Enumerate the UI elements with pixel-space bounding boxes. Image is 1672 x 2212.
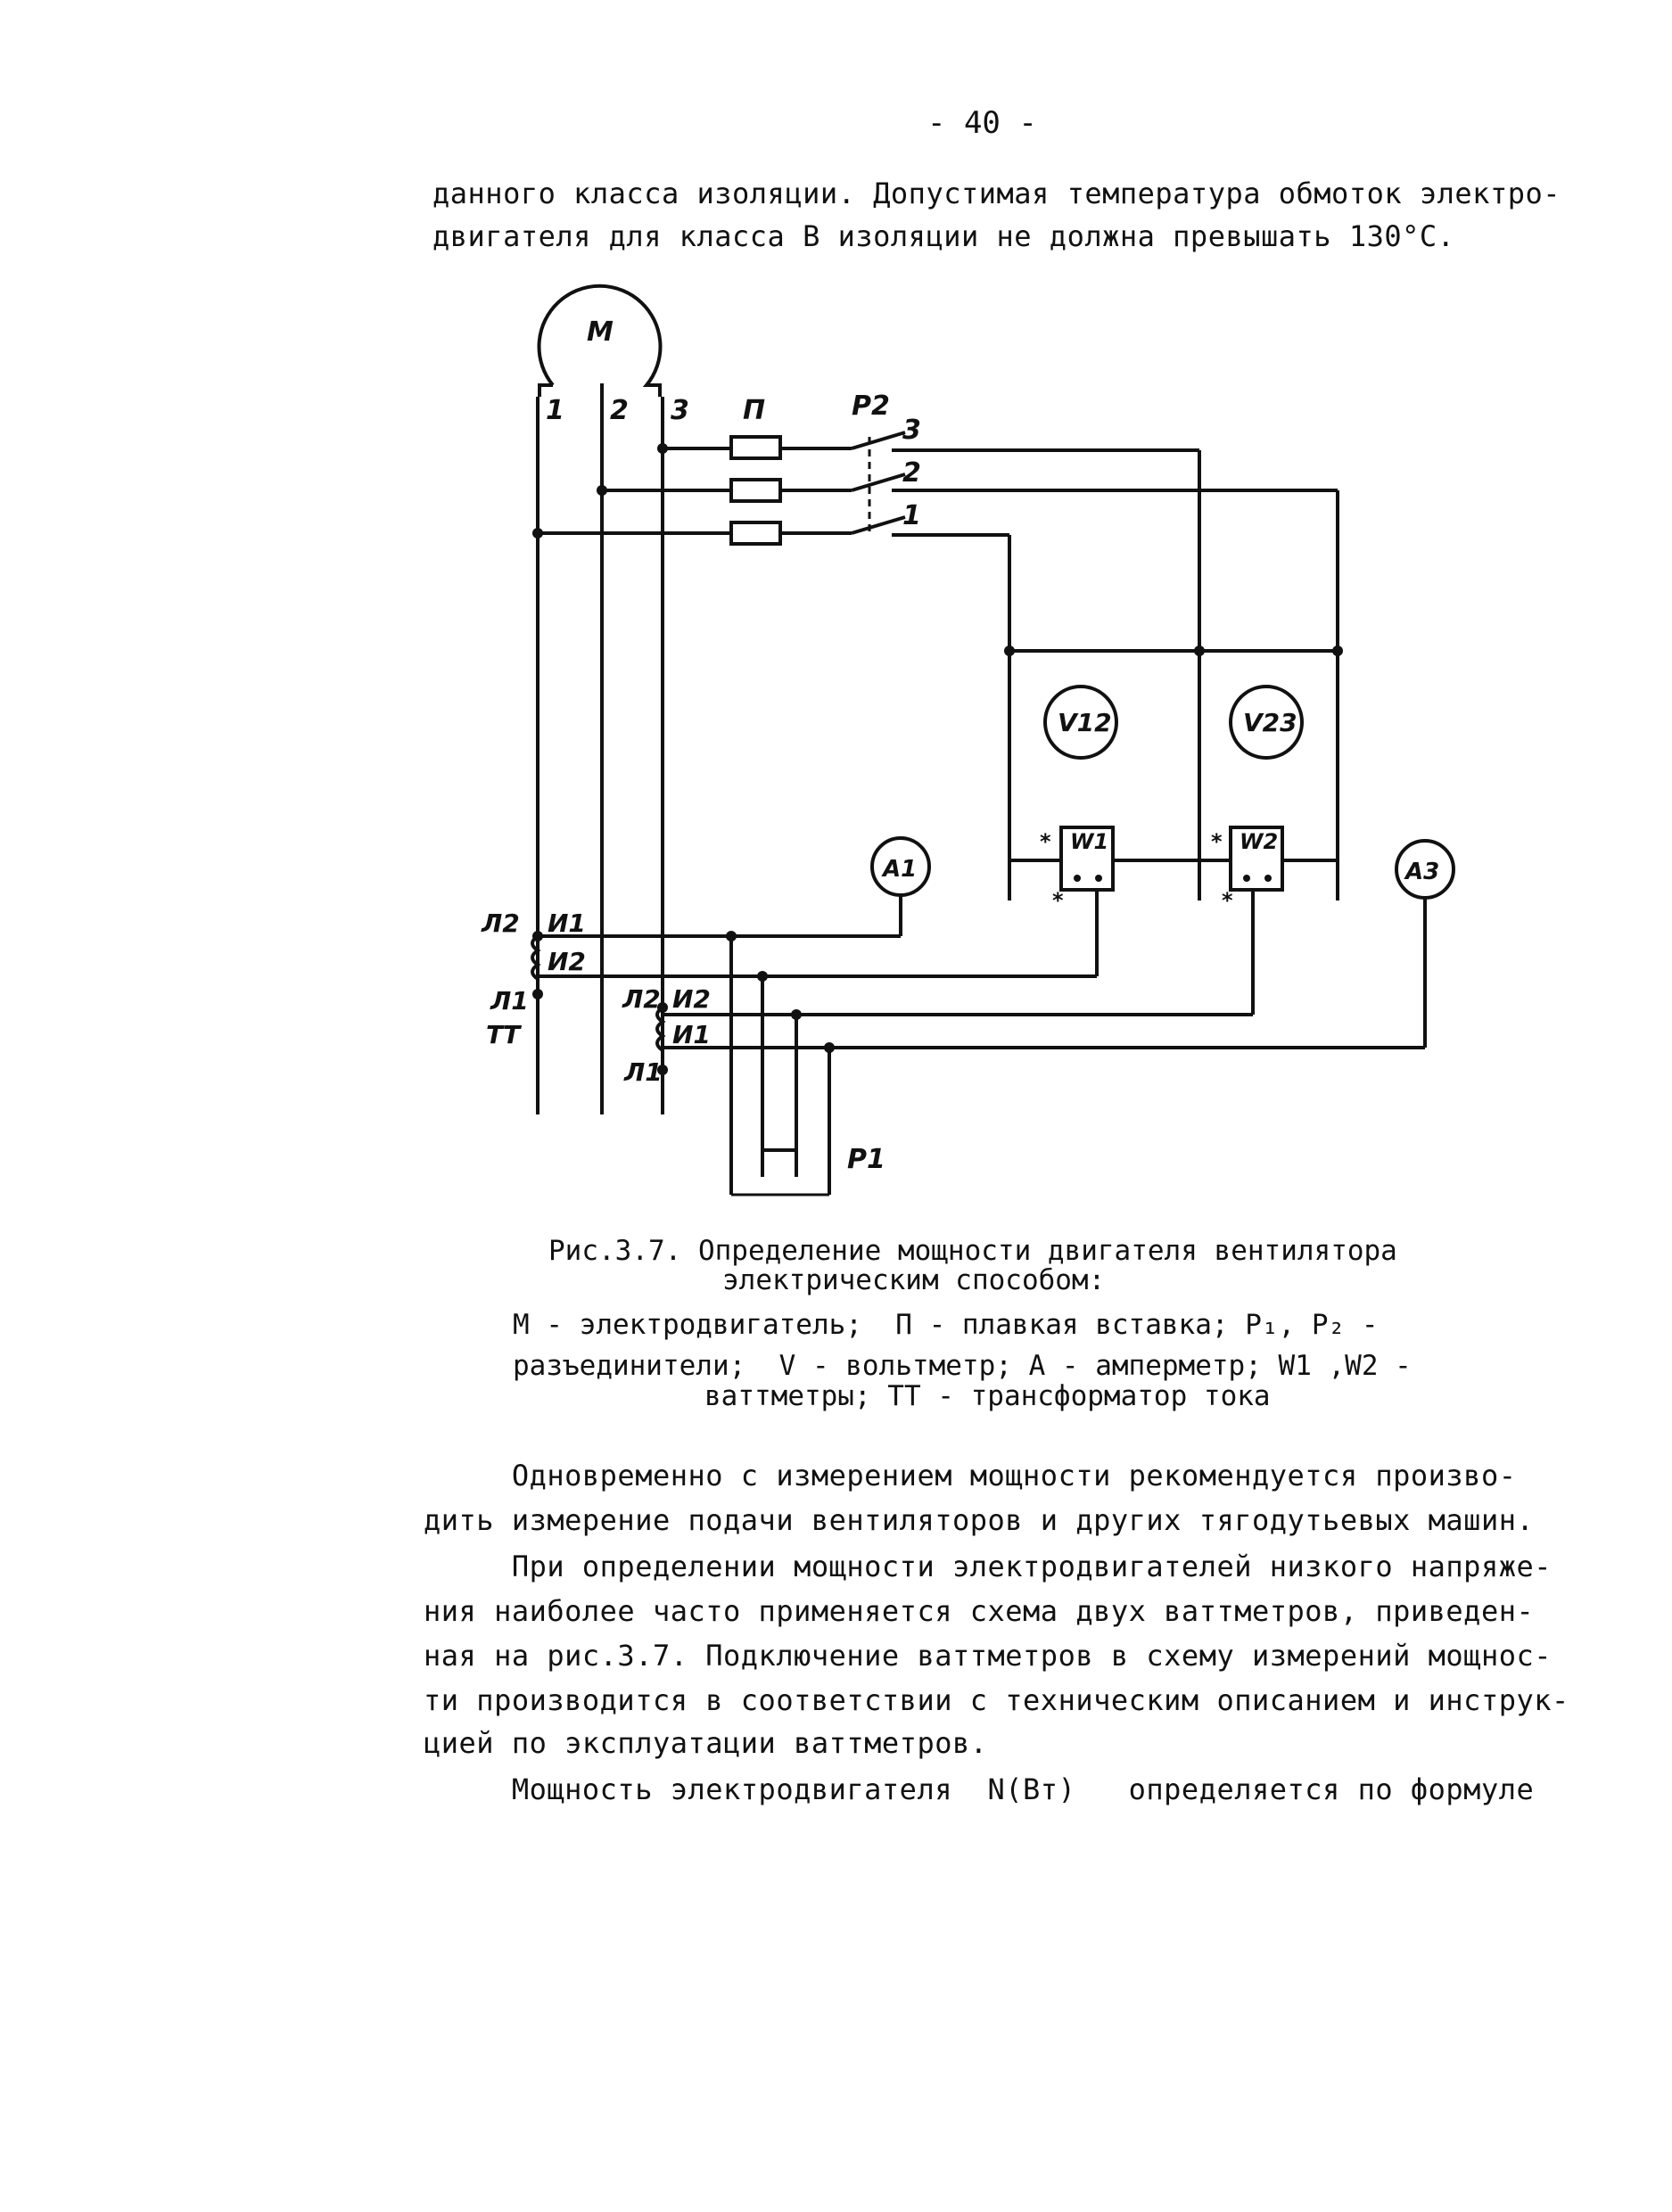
figure-caption-title-1: Рис.3.7. Определение мощности двигателя … xyxy=(548,1235,1397,1267)
switch-contact-1: 1 xyxy=(902,500,921,531)
motor-symbol xyxy=(537,284,663,397)
switch-contact-3: 3 xyxy=(902,415,921,446)
ct2-n1-label: И1 xyxy=(672,1020,711,1049)
motor-terminal-3: 3 xyxy=(671,395,689,426)
body-line-5: ная на рис.3.7. Подключение ваттметров в… xyxy=(424,1639,1552,1673)
wattmeter-w2-star-top: * xyxy=(1211,829,1223,854)
fuse-3 xyxy=(729,521,782,546)
motor-label: М xyxy=(587,317,614,348)
body-line-1: Одновременно с измерением мощности реком… xyxy=(424,1459,1517,1492)
ct1-n2-label: И2 xyxy=(548,947,586,976)
voltmeter-v12-label: V12 xyxy=(1058,708,1112,737)
intro-line-2: двигателя для класса В изоляции не должн… xyxy=(432,219,1455,253)
page-number: - 40 - xyxy=(927,105,1037,141)
ct2-p2-label: Л2 xyxy=(622,984,661,1014)
body-line-8: Мощность электродвигателя N(Вт) определя… xyxy=(424,1772,1535,1806)
fuse-label: П xyxy=(743,395,765,426)
body-line-3: При определении мощности электродвигател… xyxy=(424,1550,1552,1583)
wattmeter-w1-label: W1 xyxy=(1070,829,1108,854)
switch-contact-2: 2 xyxy=(902,457,921,489)
switch-p2-label: Р2 xyxy=(852,391,890,422)
ct1-p2-label: Л2 xyxy=(481,909,520,938)
figure-caption-title-2: электрическим способом: xyxy=(722,1264,1106,1296)
intro-line-1: данного класса изоляции. Допустимая темп… xyxy=(432,177,1561,210)
body-line-6: ти производится в соответствии с техниче… xyxy=(424,1683,1569,1717)
body-line-2: дить измерение подачи вентиляторов и дру… xyxy=(424,1503,1535,1537)
fuse-2 xyxy=(729,478,782,503)
current-transformer-2 xyxy=(655,1006,666,1052)
circuit-diagram: М 1 2 3 П Р2 3 2 1 V12 V23 W1 W2 * * * *… xyxy=(481,284,1455,1196)
figure-caption-legend-3: ваттметры; ТТ - трансформатор тока xyxy=(704,1380,1271,1412)
voltmeter-v23 xyxy=(1229,685,1304,760)
figure-caption-legend-1: М - электродвигатель; П - плавкая вставк… xyxy=(513,1309,1379,1341)
wattmeter-w1-star-bottom: * xyxy=(1052,888,1064,913)
voltmeter-v12 xyxy=(1043,685,1118,760)
ct1-tt-label: ТТ xyxy=(486,1020,522,1049)
body-line-4: ния наиболее часто применяется схема дву… xyxy=(424,1594,1535,1628)
ct2-p1-label: Л1 xyxy=(623,1057,663,1087)
fuse-1 xyxy=(729,435,782,460)
switch-p1-label: Р1 xyxy=(847,1144,885,1175)
body-line-7: цией по эксплуатации ваттметров. xyxy=(424,1726,988,1760)
motor-terminal-1: 1 xyxy=(546,395,564,426)
wattmeter-w1-star-top: * xyxy=(1040,829,1051,854)
ammeter-a3-label: A3 xyxy=(1404,859,1439,885)
figure-caption-legend-2: разъединители; V - вольтметр; А - амперм… xyxy=(513,1350,1412,1382)
current-transformer-1 xyxy=(531,934,541,981)
ammeter-a1-label: A1 xyxy=(881,856,917,883)
motor-terminal-2: 2 xyxy=(610,395,629,426)
ct2-n2-label: И2 xyxy=(672,984,711,1014)
voltmeter-v23-label: V23 xyxy=(1243,708,1297,737)
ct1-n1-label: И1 xyxy=(548,909,586,938)
wattmeter-w2-label: W2 xyxy=(1240,829,1278,854)
wattmeter-w2-star-bottom: * xyxy=(1222,888,1233,913)
ct1-p1-label: Л1 xyxy=(490,986,529,1016)
